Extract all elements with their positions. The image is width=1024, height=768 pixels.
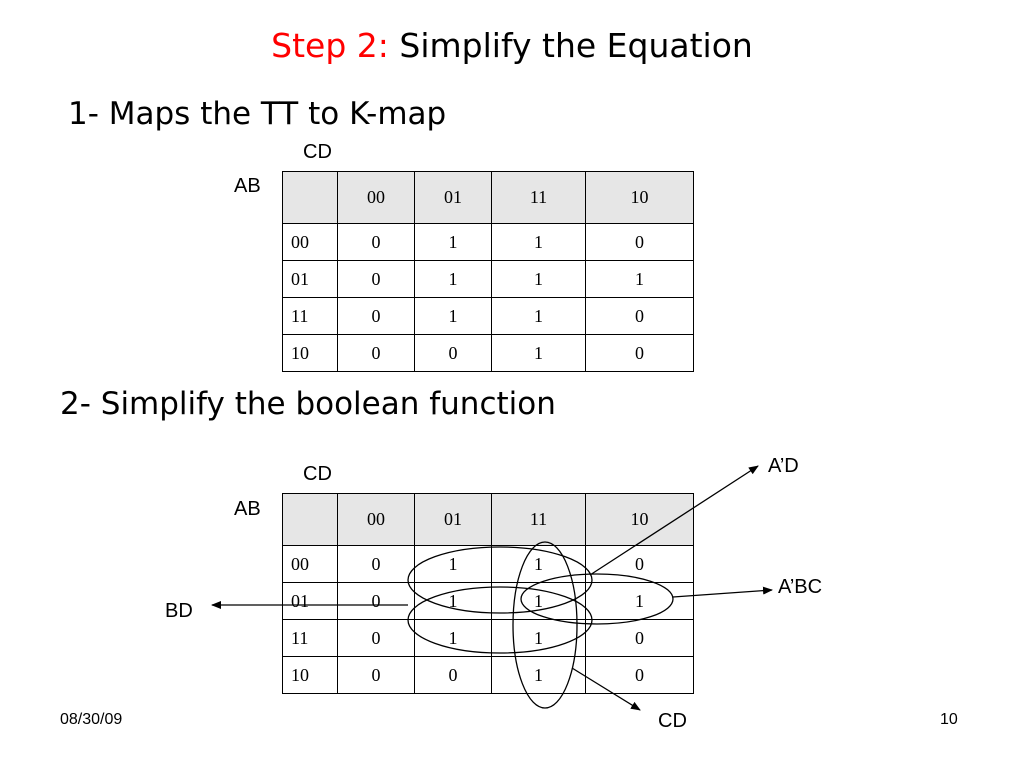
kmap2-cell: 0 (337, 545, 415, 583)
kmap2-cell: 1 (491, 545, 586, 583)
kmap2-col-header: 01 (414, 493, 492, 546)
kmap1-cell: 0 (337, 334, 415, 372)
kmap1-cell: 1 (414, 297, 492, 335)
kmap2-cell: 1 (491, 619, 586, 657)
group-label-cd: CD (658, 710, 687, 732)
kmap1-col-header: 11 (491, 171, 586, 224)
kmap2-cell: 0 (585, 545, 694, 583)
kmap1-row: 00 0 1 1 0 (282, 223, 694, 261)
kmap2-col-header: 00 (337, 493, 415, 546)
section2-heading: 2- Simplify the boolean function (60, 386, 556, 422)
kmap1-corner-cell (282, 171, 338, 224)
kmap1-cell: 0 (585, 297, 694, 335)
footer-date: 08/30/09 (60, 711, 123, 728)
group-label-bd: BD (165, 600, 193, 622)
kmap2-cell: 1 (414, 619, 492, 657)
kmap2-row: 10 0 0 1 0 (282, 656, 694, 694)
kmap1-header-row: 00 01 11 10 (282, 171, 694, 224)
kmap1-row-header: 01 (282, 260, 338, 298)
kmap1-row: 10 0 0 1 0 (282, 334, 694, 372)
title-step: Step 2: (271, 26, 389, 65)
arrow-cd (571, 667, 641, 711)
kmap1-row-header: 10 (282, 334, 338, 372)
kmap2-corner-cell (282, 493, 338, 546)
title-text: Simplify the Equation (399, 26, 753, 65)
kmap1-row-header: 11 (282, 297, 338, 335)
kmap2-row-header: 10 (282, 656, 338, 694)
kmap1-col-header: 00 (337, 171, 415, 224)
kmap1-row-var: AB (234, 175, 261, 197)
kmap1-cell: 1 (491, 223, 586, 261)
footer-page-number: 10 (940, 711, 958, 728)
kmap1-cell: 0 (585, 223, 694, 261)
kmap1-cell: 0 (337, 260, 415, 298)
slide-title: Step 2: Simplify the Equation (0, 26, 1024, 65)
kmap2-cell: 0 (337, 656, 415, 694)
kmap2-col-var: CD (303, 463, 332, 485)
kmap1-table: 00 01 11 10 00 0 1 1 0 01 0 1 1 1 11 0 1… (282, 171, 694, 372)
kmap1-row: 01 0 1 1 1 (282, 260, 694, 298)
kmap1-row-header: 00 (282, 223, 338, 261)
kmap1-cell: 0 (337, 223, 415, 261)
group-label-a-not-bc: A’BC (778, 576, 823, 598)
kmap1-cell: 1 (491, 334, 586, 372)
kmap2-row: 00 0 1 1 0 (282, 545, 694, 583)
kmap1-cell: 1 (585, 260, 694, 298)
section1-heading: 1- Maps the TT to K-map (68, 96, 447, 132)
group-loop-cd (512, 541, 578, 709)
kmap2-row-var: AB (234, 498, 261, 520)
kmap1-row: 11 0 1 1 0 (282, 297, 694, 335)
kmap2-cell: 0 (414, 656, 492, 694)
arrow-a-not-d (589, 465, 759, 576)
arrow-a-not-bc (672, 586, 773, 598)
group-loop-bd (407, 586, 593, 654)
kmap1-col-var: CD (303, 141, 332, 163)
kmap1-cell: 0 (585, 334, 694, 372)
kmap1-cell: 1 (491, 260, 586, 298)
group-loop-a-not-d (407, 546, 593, 614)
kmap1-col-header: 01 (414, 171, 492, 224)
kmap2-cell: 1 (585, 582, 694, 620)
group-loop-a-not-bc (520, 573, 674, 625)
kmap1-cell: 1 (414, 223, 492, 261)
group-label-a-not-d: A’D (768, 455, 799, 477)
kmap2-cell: 0 (337, 582, 415, 620)
